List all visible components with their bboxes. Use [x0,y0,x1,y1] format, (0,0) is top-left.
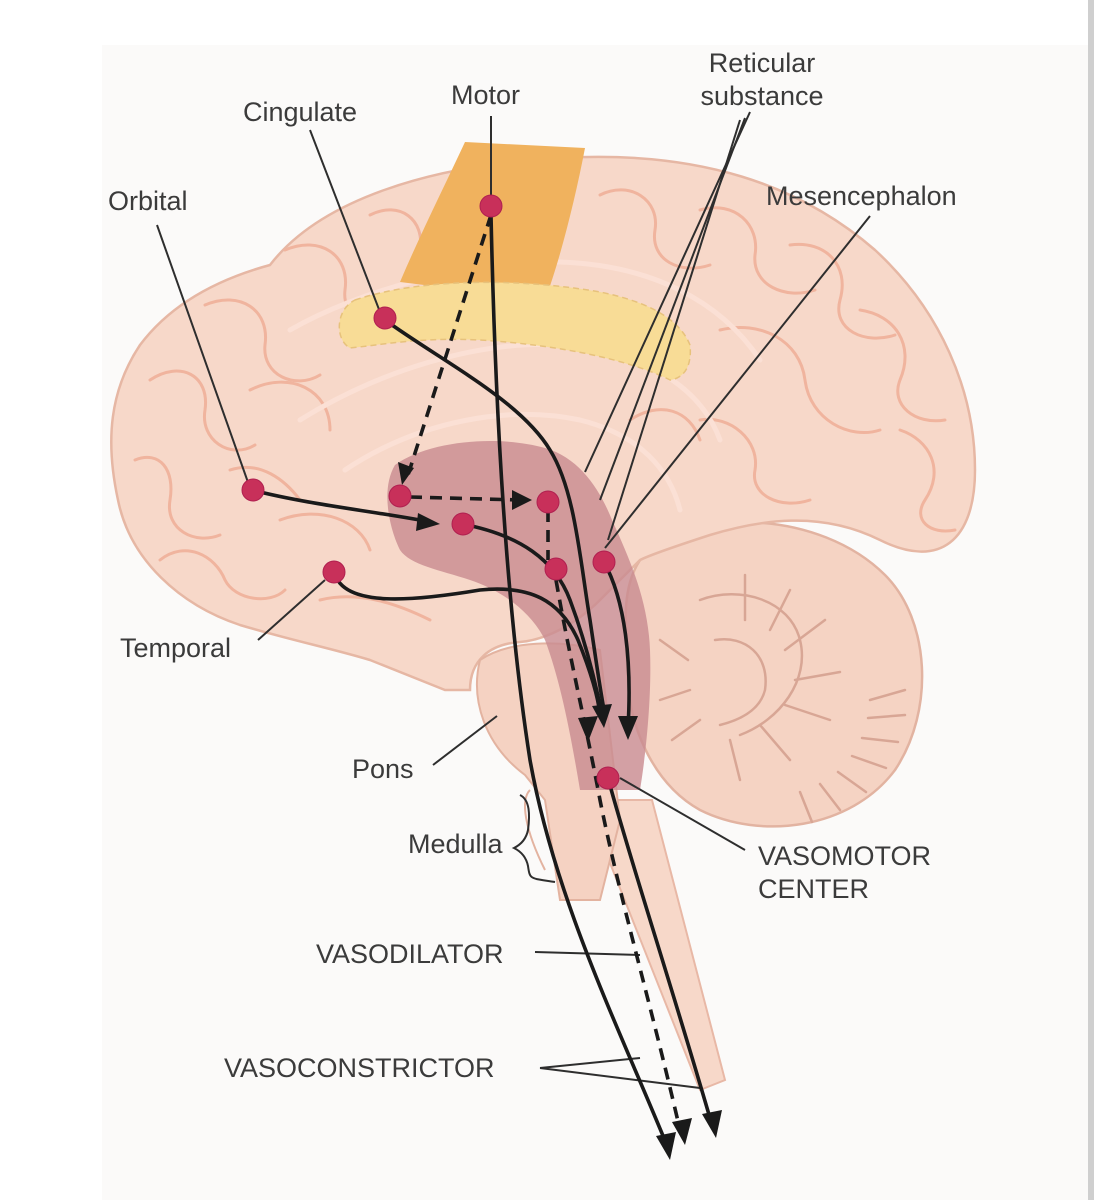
arrow-mesencephalon [618,716,638,740]
label-pons: Pons [352,754,414,784]
label-temporal: Temporal [120,633,231,663]
arrow-orbital [416,513,440,531]
label-orbital: Orbital [108,186,188,216]
node-reticular-4 [544,557,568,581]
leader-lines [156,111,871,1089]
arrow-heads [398,462,722,1160]
pathway-motor-dashed-down [406,214,493,476]
leader-pons [432,715,498,766]
leader-reticular-3 [607,119,741,541]
leader-vasoconstrictor-2 [539,1067,701,1089]
leader-orbital [156,224,251,489]
pathway-motor-down [489,214,670,1149]
leader-vasomotor [619,777,746,851]
cerebrum [110,155,977,692]
label-medulla: Medulla [408,829,504,859]
arrow-dashed-bottom [672,1118,692,1145]
leader-cingulate [309,129,381,313]
arrow-cingulate [592,704,612,728]
node-reticular-3 [536,490,560,514]
label-vasomotor-line2: CENTER [758,874,869,904]
label-reticular-line1: Reticular [709,48,816,78]
arrow-motor-bottom [656,1132,676,1160]
pathway-vasoconstrictor [606,777,714,1126]
panel-edge [1088,0,1094,1200]
spinal-cord [583,799,727,1092]
node-reticular-1 [388,484,412,508]
pathway-cingulate [383,318,607,716]
node-cingulate [373,306,397,330]
medulla-outline [524,789,546,871]
leader-vasoconstrictor-1 [539,1057,641,1069]
node-orbital [241,478,265,502]
pathway-temporal [332,569,602,716]
arrow-temporal [578,716,598,742]
arrow-dashed-horizontal [512,490,532,510]
label-cingulate: Cingulate [243,97,357,127]
pathways [251,214,714,1149]
arrow-motor-dashed [398,462,414,485]
pathway-reticular-inner [461,522,604,716]
cerebellum [624,520,924,828]
label-mesencephalon: Mesencephalon [766,181,957,211]
arrow-vasoconstrictor-bottom [702,1110,722,1138]
label-vasomotor-line1: VASOMOTOR [758,841,931,871]
pathway-vasodilator-dashed [554,579,682,1131]
labels: Orbital Cingulate Motor Reticular substa… [108,48,957,1083]
cortical-folds [133,188,957,622]
label-motor: Motor [451,80,520,110]
label-vasodilator: VASODILATOR [316,939,504,969]
node-reticular-2 [451,512,475,536]
nodes [241,194,620,790]
node-mesencephalon [592,550,616,574]
leader-reticular-1 [584,111,751,473]
cingulate-band-region [338,281,692,381]
leader-temporal [257,579,326,641]
node-temporal [322,560,346,584]
label-vasoconstrictor: VASOCONSTRICTOR [224,1053,495,1083]
node-motor [479,194,503,218]
pathway-orbital [251,488,431,524]
medulla-brace [511,794,556,883]
label-reticular-line2: substance [700,81,823,111]
node-vasomotor-center [596,766,620,790]
pathway-mesencephalon [602,561,631,729]
leader-mesencephalon [604,215,871,549]
